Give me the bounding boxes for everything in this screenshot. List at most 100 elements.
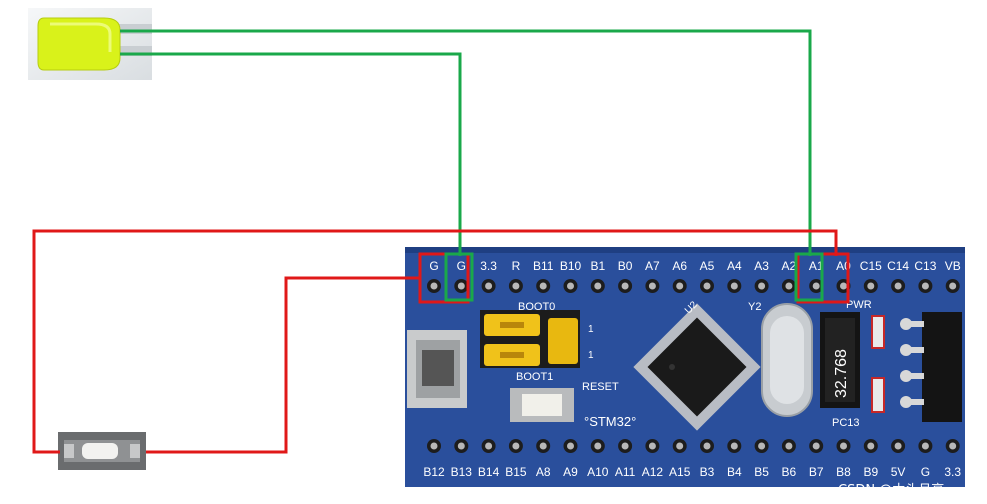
boot-jumpers	[480, 310, 580, 368]
bottom-pin	[949, 442, 957, 450]
bottom-pin-label: A15	[669, 465, 691, 479]
led-icon	[37, 17, 121, 71]
bottom-pin-label: B14	[478, 465, 500, 479]
top-pin	[867, 282, 875, 290]
bottom-pin	[594, 442, 602, 450]
top-pin	[703, 282, 711, 290]
top-pin-label: C14	[887, 259, 909, 273]
green-wire-led-to-a1	[120, 29, 812, 256]
top-pin-label: A6	[672, 259, 687, 273]
button-icon	[82, 443, 118, 459]
top-pin	[594, 282, 602, 290]
bottom-pin	[621, 442, 629, 450]
top-pin	[512, 282, 520, 290]
top-pin	[430, 282, 438, 290]
top-pin-label: B10	[560, 259, 582, 273]
top-pin-label: B0	[618, 259, 633, 273]
red-wire-button-to-a0	[32, 229, 838, 454]
bottom-pin-label: A10	[587, 465, 609, 479]
top-pin	[921, 282, 929, 290]
bottom-pin-label: 3.3	[944, 465, 961, 479]
top-pin	[730, 282, 738, 290]
reset-label: RESET	[582, 381, 619, 393]
bottom-pin	[840, 442, 847, 450]
pc13-label: PC13	[832, 417, 860, 429]
bottom-pin-label: B9	[863, 465, 878, 479]
jumper-1a-label: 1	[588, 324, 594, 335]
wires	[32, 29, 838, 454]
pwr-label: PWR	[846, 299, 872, 311]
stm32-label: °STM32°	[584, 414, 636, 429]
crystal-y2	[761, 303, 813, 417]
top-pin-label: A1	[809, 259, 824, 273]
top-pin-label: B1	[590, 259, 605, 273]
mcu-chip	[633, 303, 761, 431]
bottom-pin	[812, 442, 820, 450]
rtc-crystal	[820, 312, 860, 408]
top-pin-label: A5	[700, 259, 715, 273]
jumper-1b-label: 1	[588, 350, 594, 361]
watermark: CSDN @木头月亮	[838, 482, 944, 498]
bottom-pin	[730, 442, 738, 450]
led-component	[28, 8, 152, 80]
top-pin	[457, 282, 465, 290]
bottom-pin-label: G	[921, 465, 930, 479]
bottom-pin-label: B7	[809, 465, 824, 479]
reset-button	[510, 388, 574, 422]
top-pin	[485, 282, 493, 290]
bottom-pin	[539, 442, 547, 450]
highlight-a1-green	[794, 252, 824, 302]
top-pin	[894, 282, 902, 290]
bottom-pin	[457, 442, 465, 450]
pwr-led-icon	[871, 315, 885, 349]
top-pin	[949, 282, 957, 290]
top-pin-label: B11	[533, 259, 554, 273]
bottom-pin-label: B15	[505, 465, 527, 479]
highlight-g1-red	[418, 252, 470, 304]
top-pin	[812, 282, 820, 290]
bottom-pin-label: B4	[727, 465, 742, 479]
top-pin-label: C15	[860, 259, 882, 273]
red-wire-button-to-g	[146, 276, 420, 454]
bottom-pin-label: A12	[642, 465, 664, 479]
crystal-label: 32.768	[833, 349, 850, 398]
bottom-pin	[867, 442, 875, 450]
micro-usb-port	[407, 330, 467, 408]
top-pin-label: A3	[754, 259, 769, 273]
bottom-pin-label: A8	[536, 465, 551, 479]
top-pin	[648, 282, 656, 290]
top-pin	[539, 282, 547, 290]
bottom-pin-label: A9	[563, 465, 578, 479]
highlight-g2-green	[444, 252, 474, 302]
swd-header	[900, 312, 962, 422]
top-pin-label: A2	[782, 259, 797, 273]
bottom-pin	[676, 442, 684, 450]
bottom-pin	[648, 442, 656, 450]
y2-label: Y2	[748, 301, 761, 313]
green-wire-led-to-g	[120, 52, 462, 256]
top-pin-label: R	[512, 259, 521, 273]
top-pin	[567, 282, 574, 290]
bottom-pin-label: A11	[615, 465, 636, 479]
bottom-pin-label: B12	[423, 465, 445, 479]
bottom-pin	[485, 442, 493, 450]
bottom-pin-label: B5	[754, 465, 769, 479]
top-pin-label: A4	[727, 259, 742, 273]
top-pin-label: G	[429, 259, 438, 273]
top-pin-label: C13	[914, 259, 936, 273]
highlight-boxes	[418, 252, 850, 304]
button-component	[58, 432, 146, 470]
bottom-pin	[758, 442, 766, 450]
bottom-pin	[703, 442, 711, 450]
bottom-pin-label: B6	[782, 465, 797, 479]
bottom-pin-label: B8	[836, 465, 851, 479]
bottom-pin	[512, 442, 520, 450]
bottom-pin	[567, 442, 574, 450]
top-pin-label: VB	[945, 259, 961, 273]
top-pin	[621, 282, 629, 290]
bottom-pin-label: B3	[700, 465, 715, 479]
